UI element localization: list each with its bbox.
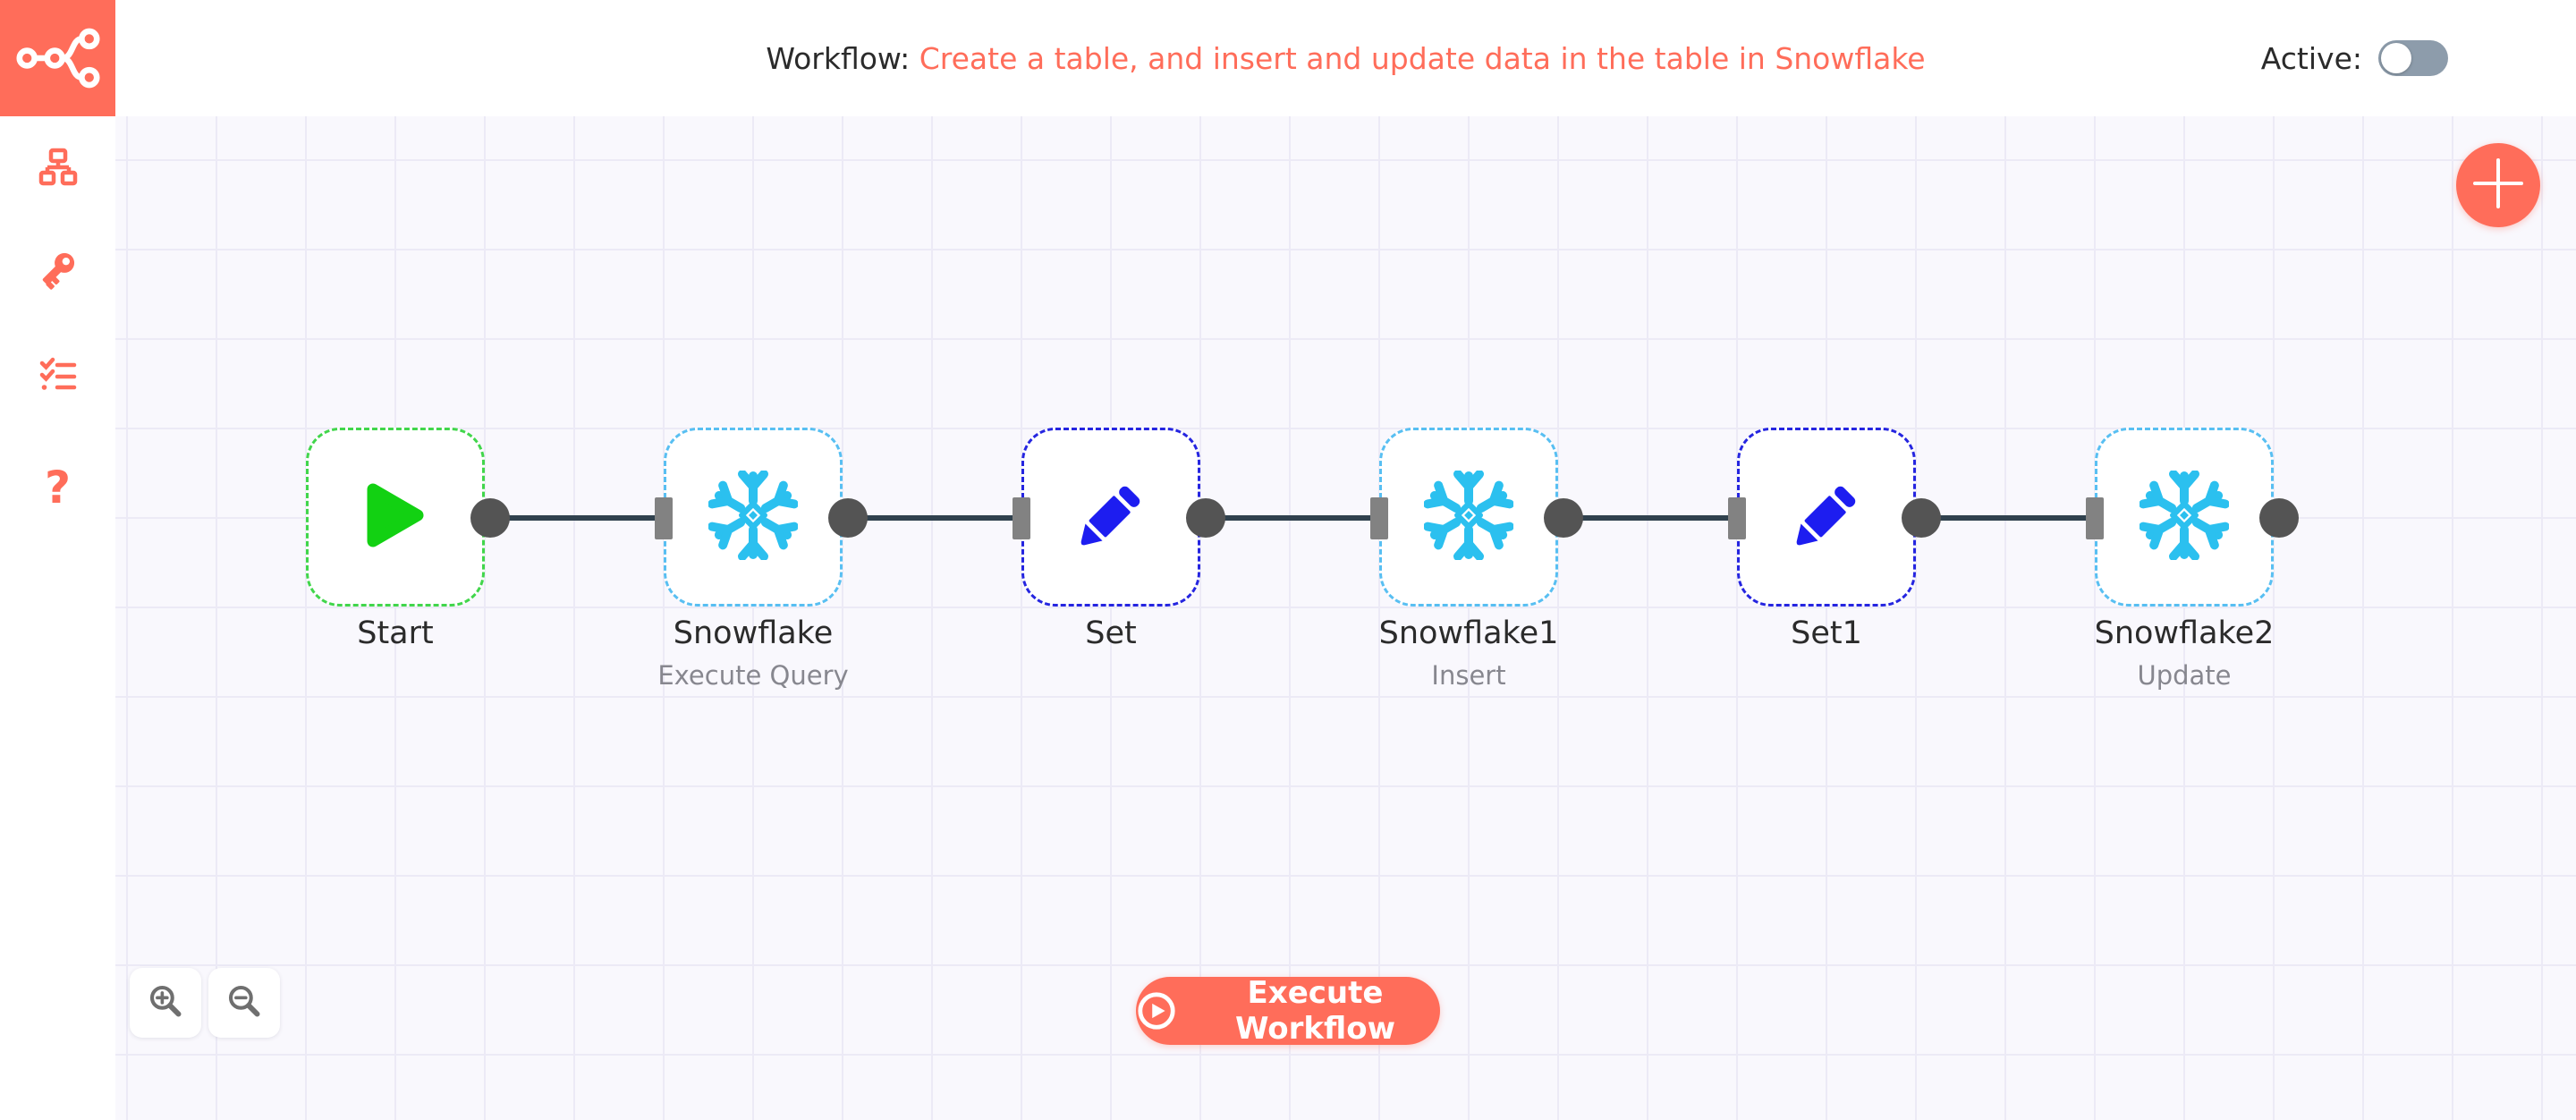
- play-icon: [357, 477, 434, 557]
- executions-icon: [38, 356, 78, 399]
- active-label: Active:: [2260, 40, 2362, 76]
- node-set1[interactable]: [1737, 428, 1916, 607]
- n8n-logo: [0, 0, 115, 116]
- zoom-out-button[interactable]: [208, 968, 280, 1038]
- plus-icon: [2472, 157, 2524, 213]
- connection-line: [1563, 515, 1728, 521]
- play-circle-icon: [1136, 990, 1177, 1031]
- input-endpoint[interactable]: [655, 497, 673, 539]
- output-endpoint[interactable]: [1186, 498, 1225, 538]
- zoom-in-button[interactable]: [130, 968, 201, 1038]
- pencil-icon: [1784, 472, 1869, 562]
- sidebar-item-workflows[interactable]: [0, 148, 115, 191]
- node-start[interactable]: [306, 428, 485, 607]
- pencil-icon: [1068, 472, 1154, 562]
- execute-workflow-label: Execute Workflow: [1235, 975, 1395, 1047]
- node-snowflake1[interactable]: [1379, 428, 1558, 607]
- sidebar-item-credentials[interactable]: [0, 251, 115, 291]
- add-node-button[interactable]: [2456, 143, 2540, 227]
- execute-workflow-button[interactable]: Execute Workflow: [1136, 975, 1440, 1047]
- node-subtitle: Execute Query: [657, 660, 849, 691]
- header-bar: Workflow: Create a table, and insert and…: [115, 0, 2576, 116]
- node-snowflake2[interactable]: [2095, 428, 2274, 607]
- zoom-out-icon: [226, 983, 262, 1022]
- sidebar-item-executions[interactable]: [0, 356, 115, 399]
- toggle-knob: [2381, 43, 2411, 73]
- node-label: Snowflake: [673, 615, 834, 651]
- credentials-icon: [38, 249, 79, 293]
- workflow-title[interactable]: Workflow: Create a table, and insert and…: [115, 0, 2576, 116]
- sidebar: ?: [0, 0, 115, 1120]
- help-icon: ?: [44, 462, 71, 513]
- snowflake-icon: [2139, 470, 2230, 564]
- node-label: Snowflake2: [2094, 615, 2275, 651]
- snowflake-icon: [708, 470, 799, 564]
- connection-line: [1921, 515, 2086, 521]
- connection-line: [1206, 515, 1370, 521]
- snowflake-icon: [1423, 470, 1514, 564]
- node-set[interactable]: [1021, 428, 1200, 607]
- input-endpoint[interactable]: [2086, 497, 2104, 539]
- active-toggle[interactable]: [2378, 40, 2448, 76]
- node-subtitle: Insert: [1431, 660, 1506, 691]
- input-endpoint[interactable]: [1370, 497, 1388, 539]
- output-endpoint[interactable]: [2259, 498, 2299, 538]
- node-label: Set: [1085, 615, 1137, 651]
- output-endpoint[interactable]: [470, 498, 510, 538]
- output-endpoint[interactable]: [828, 498, 868, 538]
- input-endpoint[interactable]: [1013, 497, 1030, 539]
- node-label: Start: [357, 615, 434, 651]
- sidebar-item-help[interactable]: ?: [0, 463, 115, 512]
- workflows-icon: [38, 148, 78, 191]
- output-endpoint[interactable]: [1902, 498, 1941, 538]
- connection-line: [848, 515, 1013, 521]
- workflow-title-prefix: Workflow:: [766, 40, 919, 76]
- connection-line: [490, 515, 655, 521]
- zoom-in-icon: [148, 983, 183, 1022]
- input-endpoint[interactable]: [1728, 497, 1746, 539]
- workflow-canvas[interactable]: [115, 116, 2576, 1120]
- node-subtitle: Update: [2137, 660, 2232, 691]
- node-snowflake[interactable]: [664, 428, 843, 607]
- node-label: Set1: [1791, 615, 1862, 651]
- output-endpoint[interactable]: [1544, 498, 1583, 538]
- workflow-title-name: Create a table, and insert and update da…: [919, 40, 1926, 76]
- node-label: Snowflake1: [1378, 615, 1559, 651]
